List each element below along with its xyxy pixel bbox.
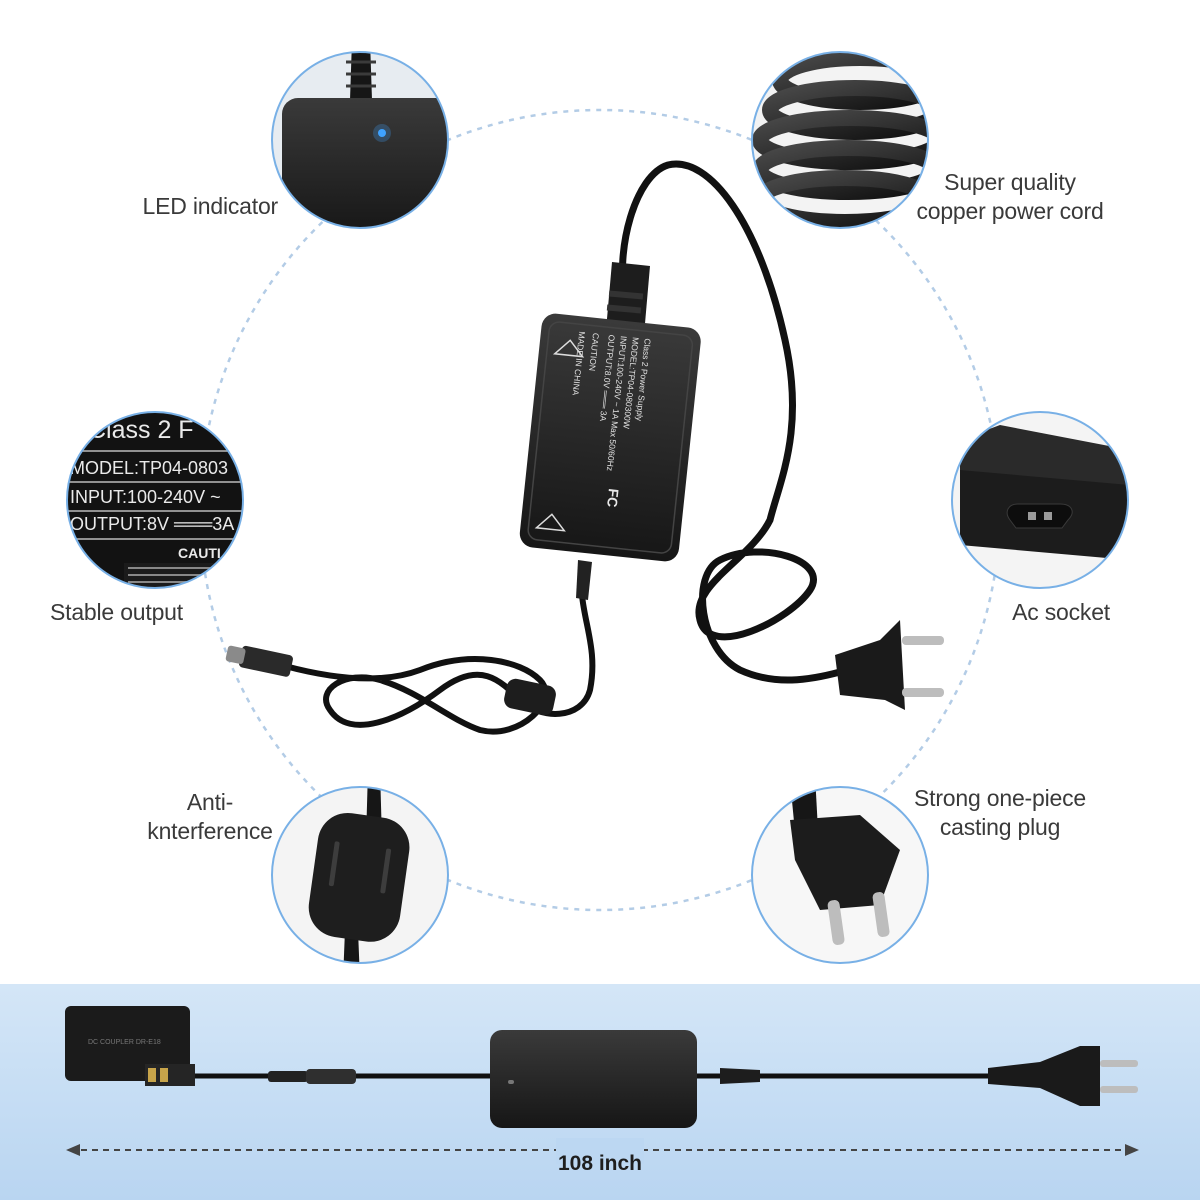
feature-plug-line1: Strong one-piece [914,785,1086,811]
length-label: 108 inch [557,1152,643,1175]
closeup-class-text: Class 2 F [88,416,194,444]
feature-label-led: LED indicator [100,192,279,221]
iec-socket-icon [1006,503,1073,529]
blue-led-dot [378,129,386,137]
feature-anti-line1: Anti- [186,789,234,815]
dc-cable [282,562,596,735]
bottom-led-dot [508,1080,514,1084]
ac-cord [618,160,844,684]
feature-led-line1: LED indicator [142,193,279,219]
feature-stable-line1: Stable output [50,599,183,625]
feature-copper-line2: copper power cord [916,198,1104,224]
dc-coupler: DC COUPLER DR-E18 [65,1006,195,1086]
bottom-adapter [490,1030,697,1128]
feature-ac-line1: Ac socket [1012,599,1110,625]
callout-ac-socket [951,411,1129,589]
feature-label-anti: Anti- knterference [140,788,280,846]
eu-plug [835,620,944,710]
feature-label-copper: Super quality copper power cord [900,168,1120,226]
dc-barrel-plug [225,645,293,677]
closeup-model-text: MODEL:TP04-0803 [70,458,228,478]
feature-copper-line1: Super quality [944,169,1076,195]
dimension-arrow-left [66,1144,80,1156]
feature-label-ac: Ac socket [950,598,1110,627]
adapter-cert-mark: FC [604,488,622,508]
ferrite-bead [504,678,556,716]
full-length-illustration: DC COUPLER DR-E18 [65,1006,1139,1164]
closeup-caution-text: CAUTI [178,545,221,561]
coupler-text: DC COUPLER DR-E18 [88,1039,161,1046]
adapter-label-caution: CAUTION [587,332,601,371]
closeup-output-text: OUTPUT:8V ═══3A [70,514,234,534]
feature-plug-line2: casting plug [939,814,1061,840]
callout-copper-cord [751,51,929,229]
main-adapter-illustration: Class 2 Power Supply MODEL:TP04-080300W … [225,160,944,735]
adapter-body: Class 2 Power Supply MODEL:TP04-080300W … [519,313,701,562]
dimension-arrow-right [1125,1144,1139,1156]
iec-connector [606,262,650,335]
feature-label-plug: Strong one-piece casting plug [895,784,1105,842]
feature-anti-line2: knterference [147,818,273,844]
callout-anti-interference [271,786,449,964]
callout-led-indicator [271,51,449,229]
feature-label-stable: Stable output [50,598,230,627]
callout-casting-plug [751,786,929,964]
bottom-eu-plug [988,1046,1100,1106]
callout-stable-output: Class 2 F MODEL:TP04-0803 INPUT:100-240V… [66,411,244,589]
closeup-input-text: INPUT:100-240V ~ [70,487,221,507]
